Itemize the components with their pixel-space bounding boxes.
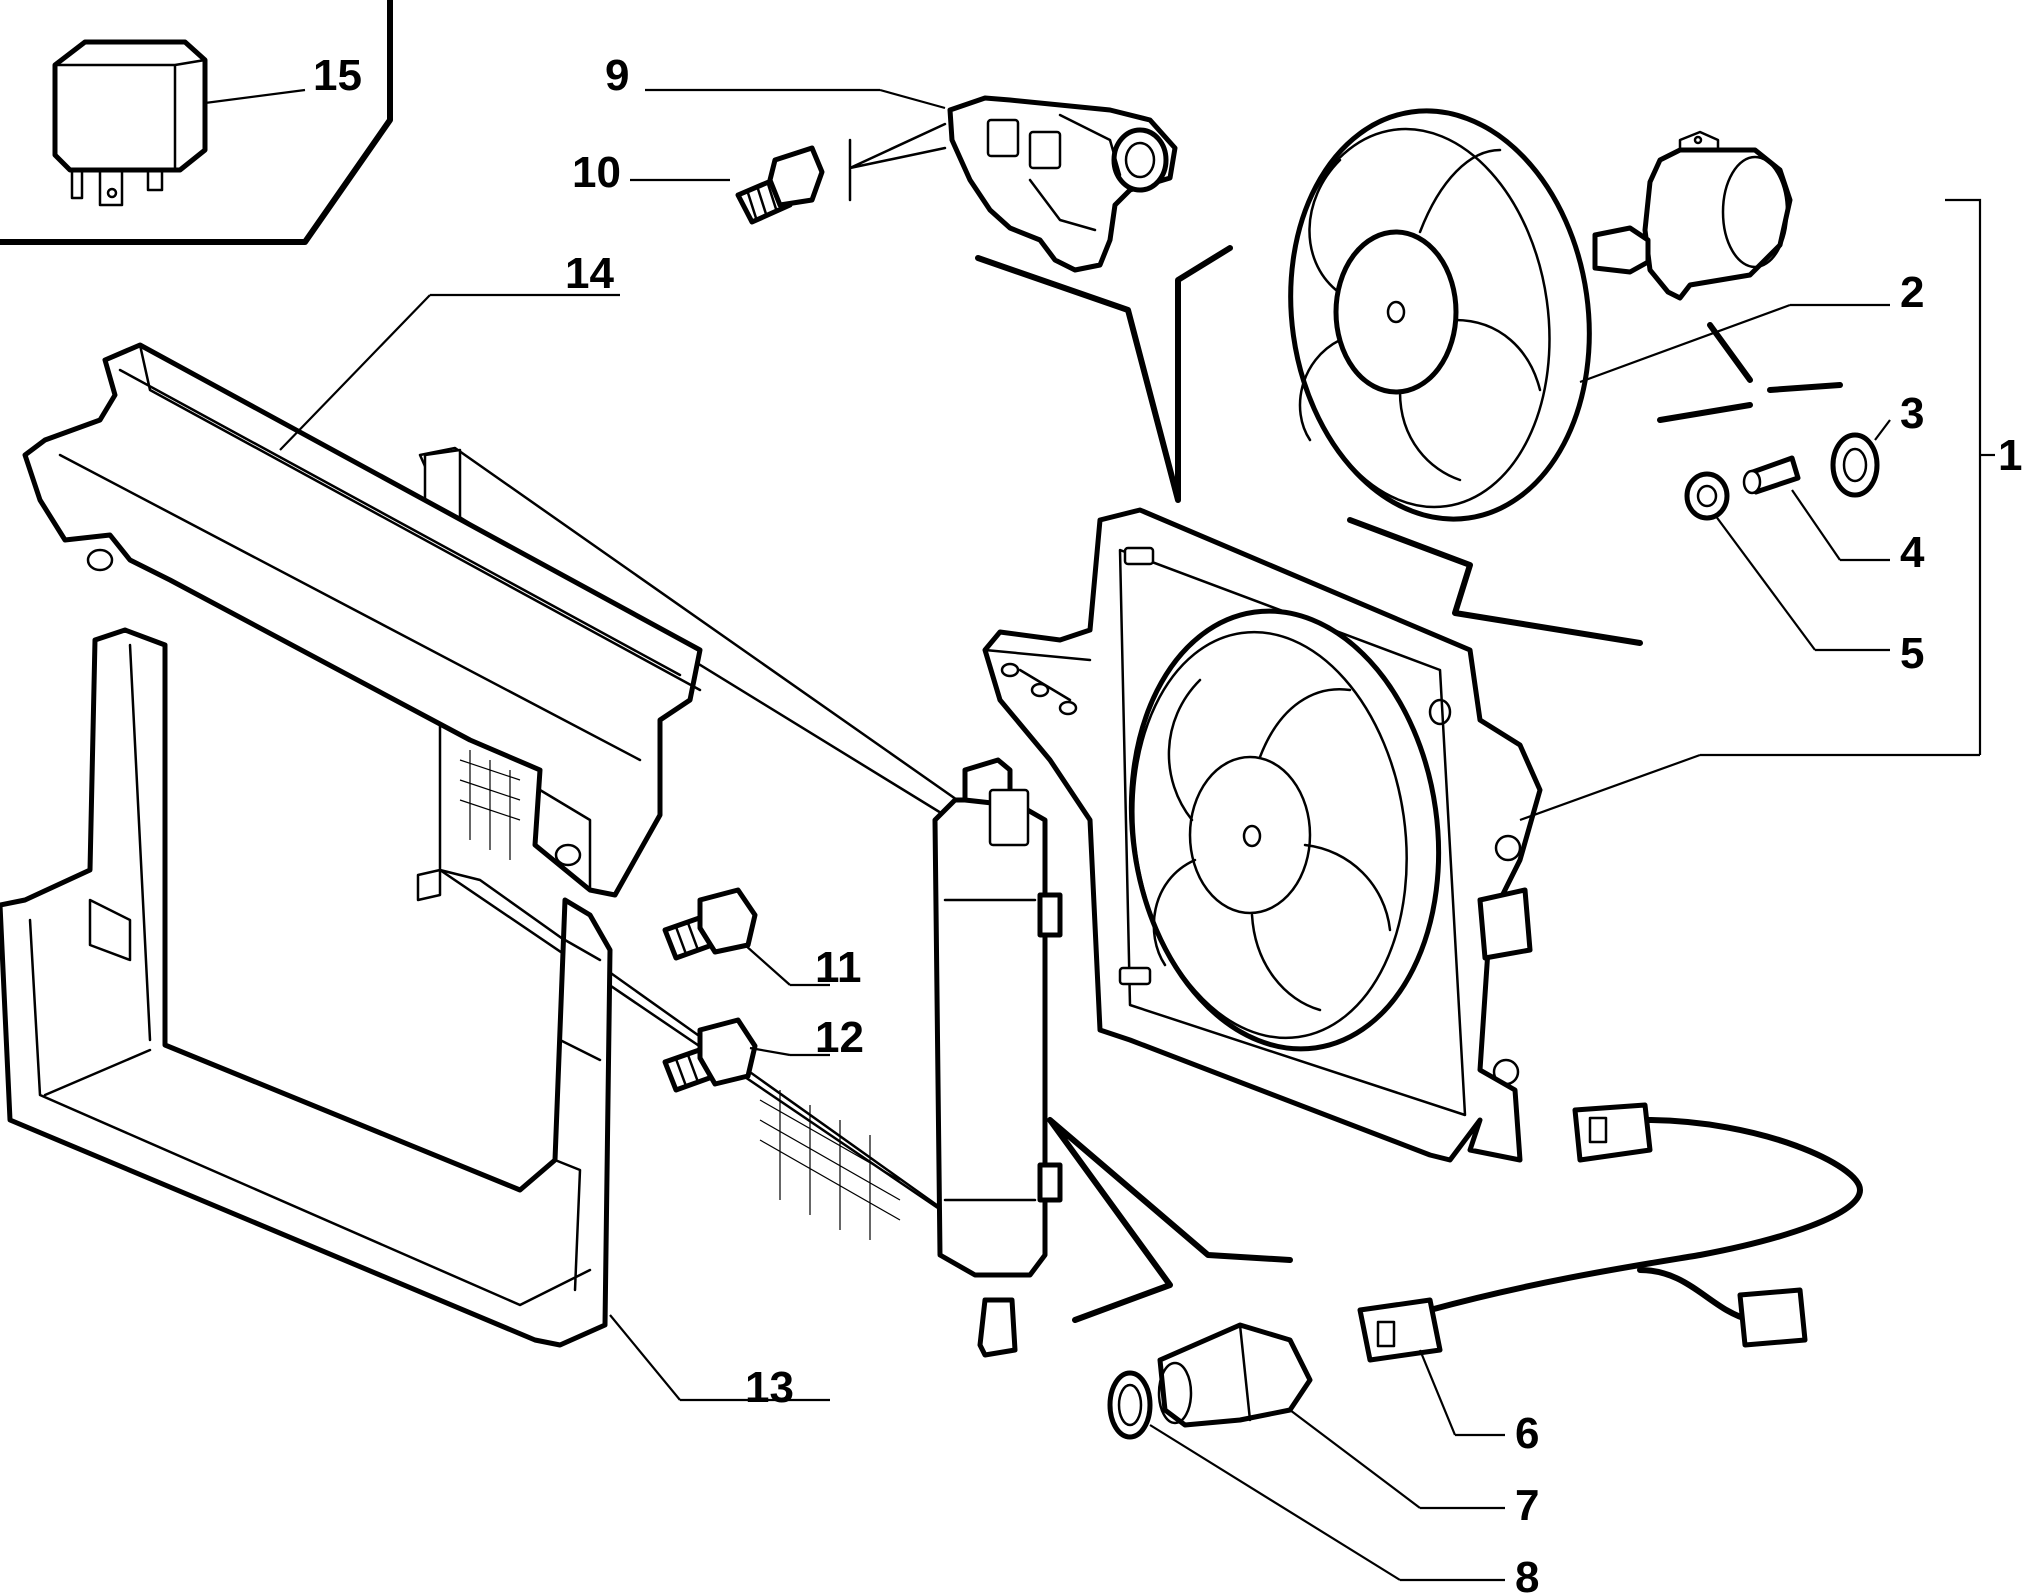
spacer-part-4 — [1742, 455, 1801, 495]
callout-5: 5 — [1900, 629, 1924, 678]
callout-13: 13 — [745, 1363, 794, 1412]
screw-part-11 — [662, 887, 758, 961]
callout-7: 7 — [1515, 1481, 1539, 1530]
callout-labels: 15 9 10 14 2 3 1 4 5 11 12 13 6 7 8 — [313, 51, 2022, 1596]
callout-6: 6 — [1515, 1409, 1539, 1458]
fan-motor-part — [1592, 130, 1793, 301]
fan-impeller-part — [1288, 108, 1592, 522]
lower-frame-part — [0, 627, 613, 1348]
callout-1: 1 — [1998, 431, 2022, 480]
callout-11: 11 — [815, 943, 862, 992]
screw-part-10 — [735, 145, 825, 225]
callout-9: 9 — [605, 51, 629, 100]
wiring-harness-part — [1357, 1102, 1863, 1363]
callout-14: 14 — [565, 249, 614, 298]
relay-icon — [52, 39, 208, 207]
thermo-switch-part-7 — [1157, 1322, 1313, 1428]
shroud-guide-lines — [975, 245, 1643, 646]
rubber-bush-part-3 — [1830, 432, 1880, 498]
nut-part-5 — [1684, 471, 1730, 521]
motor-guide-lines — [1657, 322, 1843, 423]
oring-seal-part-8 — [1107, 1370, 1153, 1440]
radiator-tank-part — [932, 757, 1063, 1358]
callout-8: 8 — [1515, 1553, 1539, 1596]
screw-part-12 — [662, 1017, 758, 1093]
upper-crossmember-part — [22, 342, 703, 898]
fan-resistor-part — [947, 95, 1178, 273]
callout-4: 4 — [1900, 528, 1925, 577]
bracket-9-10 — [848, 122, 947, 202]
fan-shroud-part — [982, 507, 1543, 1163]
callout-10: 10 — [572, 148, 621, 197]
relay-inset — [0, 0, 393, 245]
callout-3: 3 — [1900, 389, 1924, 438]
drain-guide-lines — [1047, 1117, 1293, 1323]
callout-2: 2 — [1900, 268, 1924, 317]
callout-15: 15 — [313, 51, 362, 100]
callout-12: 12 — [815, 1013, 864, 1062]
leader-lines — [204, 88, 1995, 1582]
